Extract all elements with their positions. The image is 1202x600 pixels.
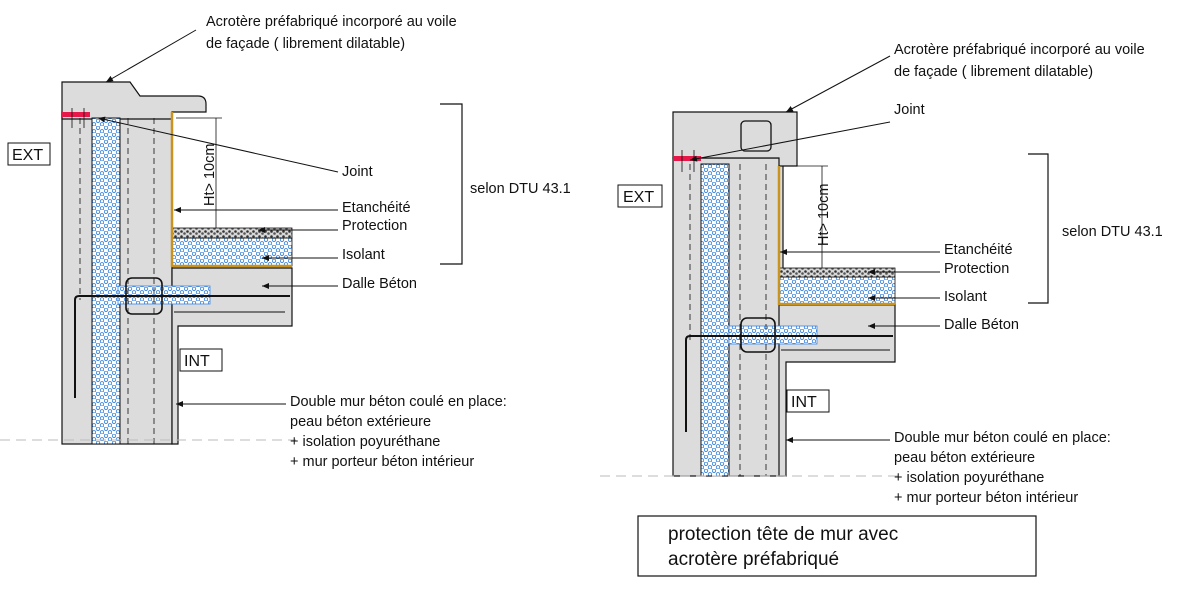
- right-detail: Ht> 10cm Acrotère préfabriqué incorporé …: [600, 42, 1163, 506]
- left-int-box: [179, 348, 223, 372]
- left-double-line1: Double mur béton coulé en place:: [290, 394, 507, 410]
- right-wall-insulation: [700, 163, 730, 477]
- left-protection-label: Protection: [342, 218, 407, 234]
- left-isolant-layer: [171, 237, 293, 267]
- right-connector-box: [740, 317, 776, 353]
- right-ht-label: Ht> 10cm: [816, 184, 832, 246]
- left-joint-label: Joint: [342, 164, 373, 180]
- right-acrotere-line1: Acrotère préfabriqué incorporé au voile: [894, 42, 1145, 58]
- caption-box: protection tête de mur avec acrotère pré…: [637, 515, 1037, 577]
- left-ext-label: EXT: [12, 147, 43, 164]
- right-dtu-label: selon DTU 43.1: [1062, 224, 1163, 240]
- right-dtu-bracket: [1028, 153, 1049, 304]
- left-double-line3: + isolation poyuréthane: [290, 434, 440, 450]
- right-anchor-box: [740, 120, 772, 152]
- left-detail: Ht> 10cm Acrotère préfabriqué incorporé …: [0, 14, 571, 470]
- caption-line2: acrotère préfabriqué: [668, 549, 839, 570]
- right-acrotere-line2: de façade ( librement dilatable): [894, 64, 1093, 80]
- right-protection-label: Protection: [944, 261, 1009, 277]
- right-int-label: INT: [791, 394, 817, 411]
- left-acrotere-line1: Acrotère préfabriqué incorporé au voile: [206, 14, 457, 30]
- right-isolant-label: Isolant: [944, 289, 987, 305]
- left-isolant-label: Isolant: [342, 247, 385, 263]
- right-double-line1: Double mur béton coulé en place:: [894, 430, 1111, 446]
- left-connector-box: [125, 277, 163, 315]
- left-double-line4: + mur porteur béton intérieur: [290, 454, 474, 470]
- right-rebar: [685, 335, 893, 432]
- left-wall-insulation: [91, 117, 121, 445]
- right-dalle-label: Dalle Béton: [944, 317, 1019, 333]
- left-etancheite-label: Etanchéité: [342, 200, 411, 216]
- left-dalle-label: Dalle Béton: [342, 276, 417, 292]
- left-dtu-label: selon DTU 43.1: [470, 181, 571, 197]
- left-ext-box: [7, 142, 51, 166]
- left-int-label: INT: [184, 353, 210, 370]
- left-rebar: [74, 295, 290, 398]
- right-etancheite-label: Etanchéité: [944, 242, 1013, 258]
- right-int-box: [786, 389, 830, 413]
- left-etancheite-line: [170, 112, 292, 268]
- right-double-line3: + isolation poyuréthane: [894, 470, 1044, 486]
- right-double-line4: + mur porteur béton intérieur: [894, 490, 1078, 506]
- right-ext-label: EXT: [623, 189, 654, 206]
- right-ext-box: [617, 184, 663, 208]
- right-isolant-layer: [778, 276, 896, 305]
- right-joint-mark: [673, 156, 701, 161]
- left-double-line2: peau béton extérieure: [290, 414, 431, 430]
- right-double-line2: peau béton extérieure: [894, 450, 1035, 466]
- right-etancheite-line: [777, 166, 895, 306]
- left-joint-mark: [62, 112, 90, 117]
- left-acrotere-line2: de façade ( librement dilatable): [206, 36, 405, 52]
- left-dtu-bracket: [440, 103, 463, 265]
- caption-line1: protection tête de mur avec: [668, 524, 898, 545]
- left-ht-label: Ht> 10cm: [202, 144, 218, 206]
- right-joint-label: Joint: [894, 102, 925, 118]
